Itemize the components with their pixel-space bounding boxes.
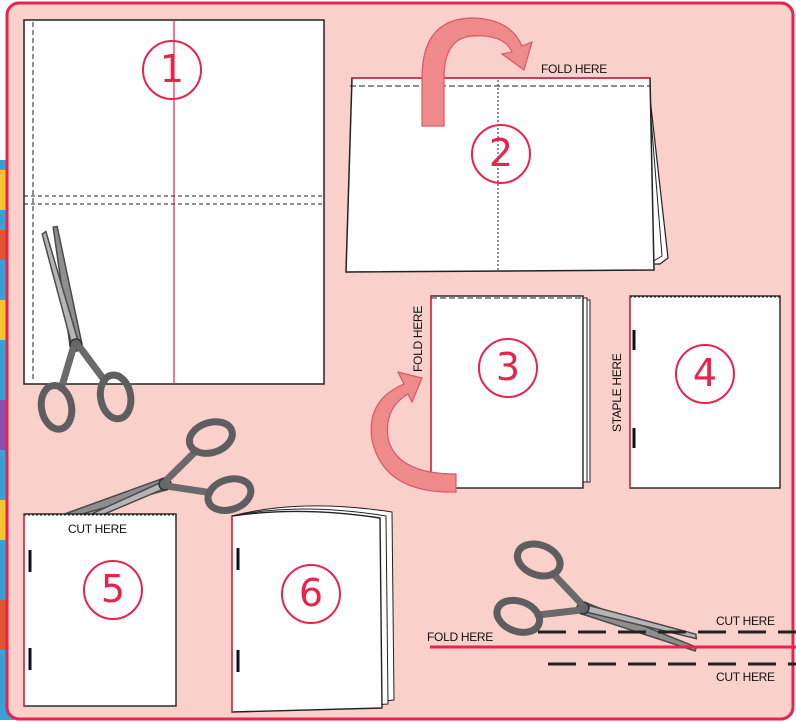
cut-here-label-step-5: CUT HERE [68, 522, 127, 536]
step-number-2: 2 [471, 124, 531, 184]
fold-here-label-step-2: FOLD HERE [541, 62, 607, 76]
curved-arrow-icon [370, 371, 457, 493]
step-number-4: 4 [675, 344, 735, 404]
curved-arrow-icon [421, 17, 533, 127]
step-3-sheet [430, 295, 591, 489]
step-number-1: 1 [142, 40, 202, 100]
cut-here-label-legend-top: CUT HERE [716, 614, 775, 628]
step-number-3: 3 [478, 338, 538, 398]
step-number-6: 6 [281, 564, 341, 624]
cut-here-label-legend-bottom: CUT HERE [716, 670, 775, 684]
step-number-5: 5 [83, 560, 143, 620]
staple-here-label: STAPLE HERE [610, 353, 624, 432]
fold-here-label-step-3: FOLD HERE [411, 306, 425, 372]
fold-here-label-legend: FOLD HERE [427, 630, 493, 644]
